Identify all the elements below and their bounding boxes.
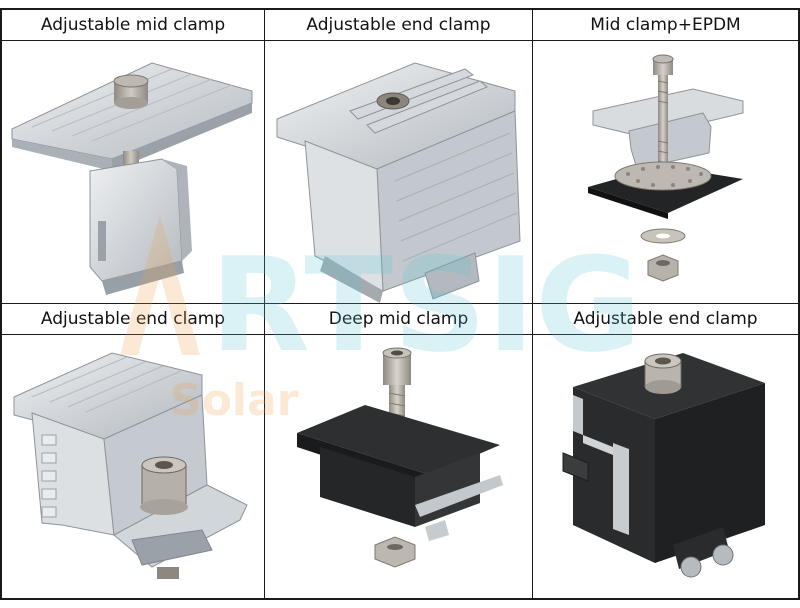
cell-label: Adjustable mid clamp: [40, 15, 226, 35]
cell-label: Adjustable end clamp: [40, 309, 226, 329]
table-divider: [0, 303, 800, 304]
table-divider: [0, 334, 800, 335]
cell-label: Mid clamp+EPDM: [590, 15, 741, 35]
cell-label: Deep mid clamp: [328, 309, 469, 329]
end-clamp-black-image: [533, 335, 798, 598]
end-clamp-serrated-image: [2, 335, 264, 598]
deep-mid-clamp-image: [265, 335, 532, 598]
end-clamp-image: [265, 41, 532, 303]
table-divider: [532, 8, 533, 600]
mid-clamp-image: [2, 41, 264, 303]
table-divider: [264, 8, 265, 600]
table-divider: [0, 40, 800, 41]
mid-clamp-epdm-image: [533, 41, 798, 303]
table-border-left: [0, 8, 2, 600]
table-border-right: [798, 8, 800, 600]
cell-label: Adjustable end clamp: [306, 15, 491, 35]
table-border-top: [0, 8, 800, 10]
table-border-bottom: [0, 598, 800, 600]
cell-label: Adjustable end clamp: [573, 309, 758, 329]
